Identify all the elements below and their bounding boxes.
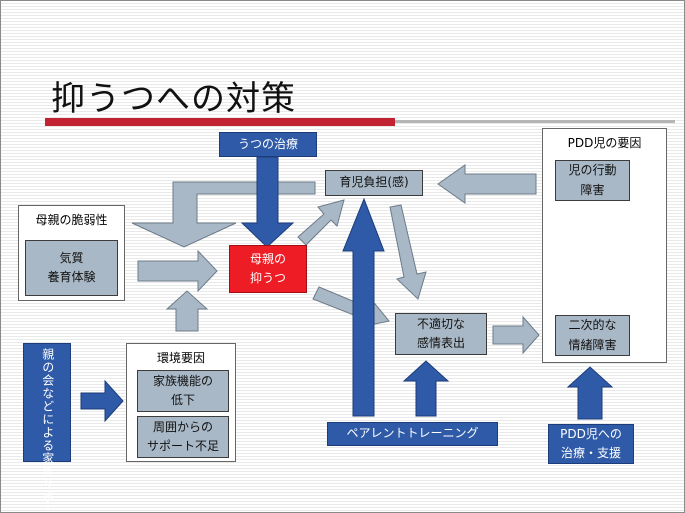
arrow-depression-to-burden [297,199,345,246]
arrow-training-to-emotion [402,360,450,417]
temperament-label: 気質 [59,250,84,265]
child-behavior-box: 児の行動 障害 [555,160,630,201]
inappropriate-emotion-line1: 不適切な [416,316,465,331]
arrow-pdd-to-burden [437,164,537,204]
inappropriate-emotion-box: 不適切な 感情表出 [395,313,487,355]
child-behavior-line1: 児の行動 [568,163,617,178]
family-support-label: 親の会などによる家族サポート [40,347,55,513]
support-lack-line1: 周囲からの [152,419,213,434]
child-behavior-line2: 障害 [580,182,605,197]
family-support-box: 親の会などによる家族サポート [23,343,71,513]
inappropriate-emotion-line2: 感情表出 [416,336,465,350]
pdd-factors-header: PDD児の要因 [567,136,642,150]
parent-training-box: ペアレントトレーニング [327,422,498,446]
maternal-vulnerability-frame: 母親の脆弱性 気質 養育体験 [18,205,125,301]
pdd-treatment-line1: PDD児への [560,426,622,441]
support-lack-box: 周囲からの サポート不足 [137,416,229,458]
arrow-emotion-to-secondary [492,315,540,355]
temperament-upbringing-box: 気質 養育体験 [25,240,118,296]
maternal-vulnerability-header: 母親の脆弱性 [35,213,108,227]
arrow-burden-to-emotion [389,204,427,300]
slide-title: 抑うつへの対策 [51,79,296,119]
environment-header: 環境要因 [156,351,205,365]
secondary-emotion-line1: 二次的な [568,318,617,333]
family-function-line1: 家族機能の [152,373,213,388]
family-function-box: 家族機能の 低下 [137,370,229,412]
depression-treatment-box: うつの治療 [219,132,317,157]
pdd-treatment-line2: 治療・支援 [560,446,621,460]
parenting-burden-label: 育児負担(感) [339,175,409,190]
arrow-depression-to-emotion [312,286,390,328]
arrow-vulnerability-to-depression [137,249,218,293]
maternal-depression-line1: 母親の [249,251,286,266]
maternal-depression-line2: 抑うつ [249,271,286,285]
depression-treatment-label: うつの治療 [237,136,298,151]
bent-arrow-burden-to-depression [131,181,316,248]
arrow-treatment-down [240,156,295,248]
arrow-pdd-treatment-up [566,366,614,420]
maternal-depression-box: 母親の 抑うつ [229,245,307,293]
secondary-emotion-line2: 情緒障害 [568,337,617,352]
arrow-environment-up [165,290,209,332]
pdd-treatment-box: PDD児への 治療・支援 [548,424,634,464]
pdd-factors-frame: PDD児の要因 児の行動 障害 二次的な 情緒障害 [542,128,667,363]
title-underline-red [45,118,395,126]
upbringing-label: 養育体験 [47,270,96,284]
environment-frame: 環境要因 家族機能の 低下 周囲からの サポート不足 [126,343,236,462]
parent-training-label: ペアレントトレーニング [346,426,479,441]
title-underline-grey [395,120,675,123]
arrow-training-to-burden [342,197,385,417]
arrow-family-support [80,379,124,423]
family-function-line2: 低下 [170,393,195,407]
parenting-burden-box: 育児負担(感) [325,170,423,196]
secondary-emotion-box: 二次的な 情緒障害 [555,315,630,356]
support-lack-line2: サポート不足 [146,439,219,453]
